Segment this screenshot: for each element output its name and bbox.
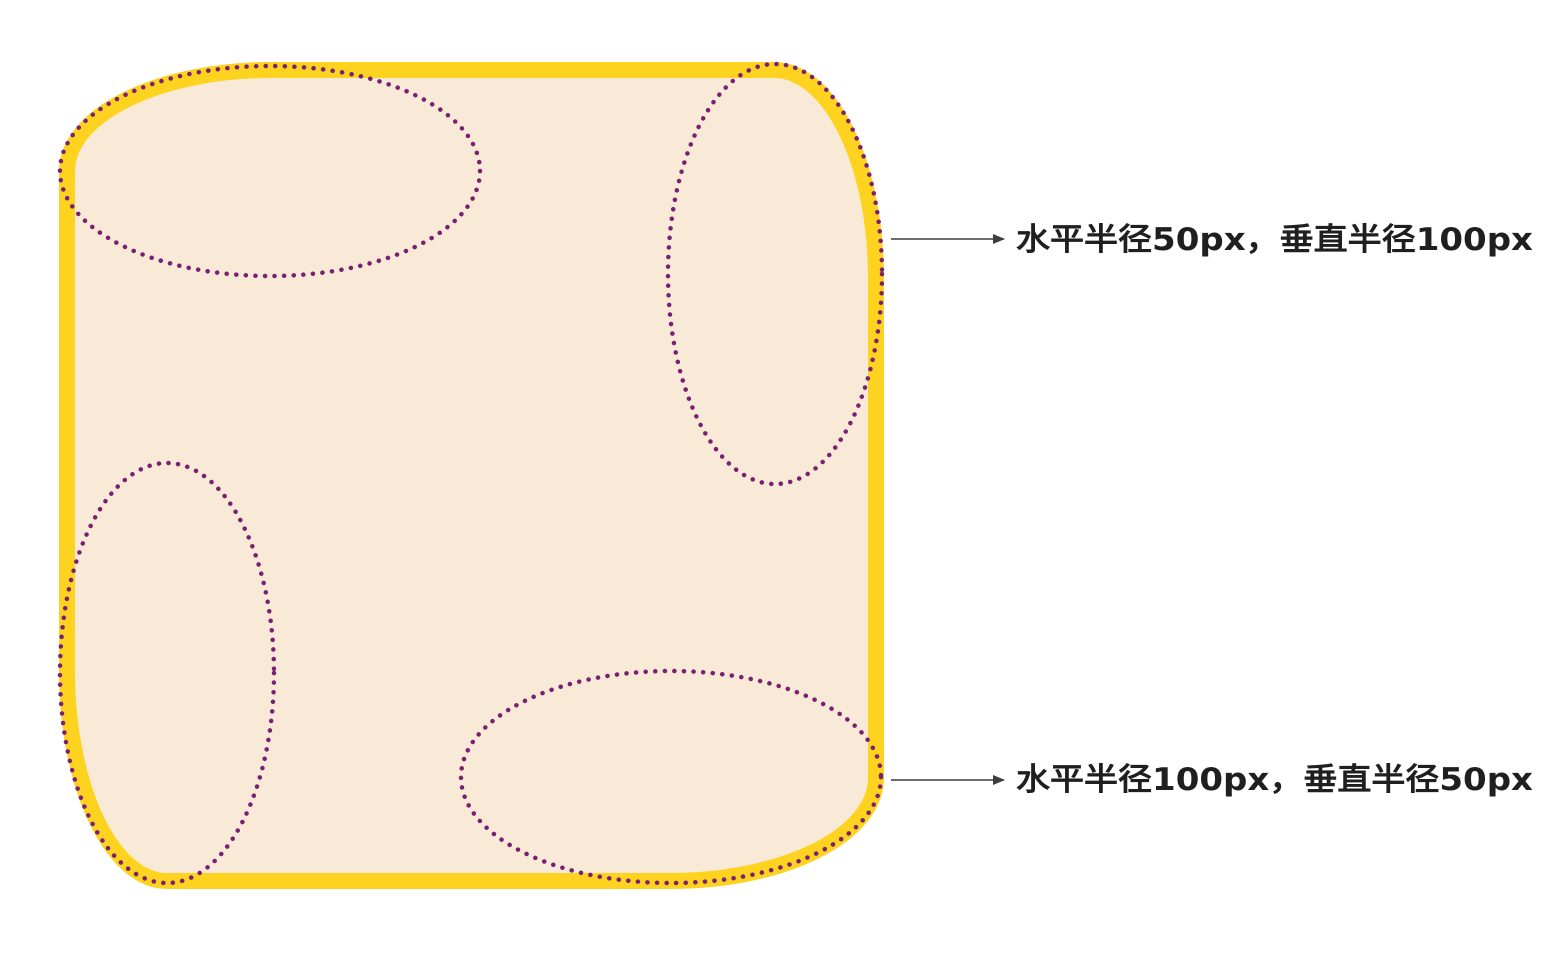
top-left-corner-ellipse xyxy=(57,63,483,279)
bottom-annotation-label: 水平半径100px，垂直半径50px xyxy=(1016,762,1533,798)
top-right-corner-ellipse xyxy=(665,61,885,487)
top-annotation-label: 水平半径50px，垂直半径100px xyxy=(1016,222,1533,258)
bottom-right-corner-ellipse xyxy=(458,668,884,886)
rounded-box xyxy=(59,62,884,889)
bottom-left-corner-ellipse xyxy=(57,460,277,886)
